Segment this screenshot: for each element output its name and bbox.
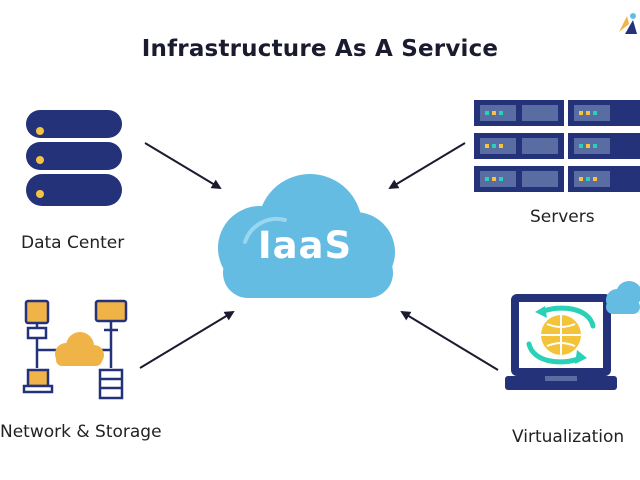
brand-logo-icon	[619, 13, 637, 34]
arrow-servers	[388, 142, 466, 190]
virtualization-laptop-icon	[505, 281, 640, 390]
iaas-label: IaaS	[257, 224, 353, 267]
arrow-network-storage	[139, 310, 235, 369]
virtualization-label: Virtualization	[512, 427, 625, 447]
database-icon	[26, 110, 122, 206]
network-storage-icon	[22, 299, 128, 400]
iaas-cloud-icon	[218, 174, 395, 298]
diagram-title: Infrastructure As A Service	[141, 36, 499, 62]
data-center-label: Data Center	[21, 233, 125, 253]
servers-label: Servers	[530, 207, 595, 227]
network-storage-label: Network & Storage	[0, 422, 162, 442]
arrow-virtualization	[400, 310, 499, 371]
servers-icon	[474, 100, 640, 192]
arrow-data-center	[144, 142, 222, 190]
